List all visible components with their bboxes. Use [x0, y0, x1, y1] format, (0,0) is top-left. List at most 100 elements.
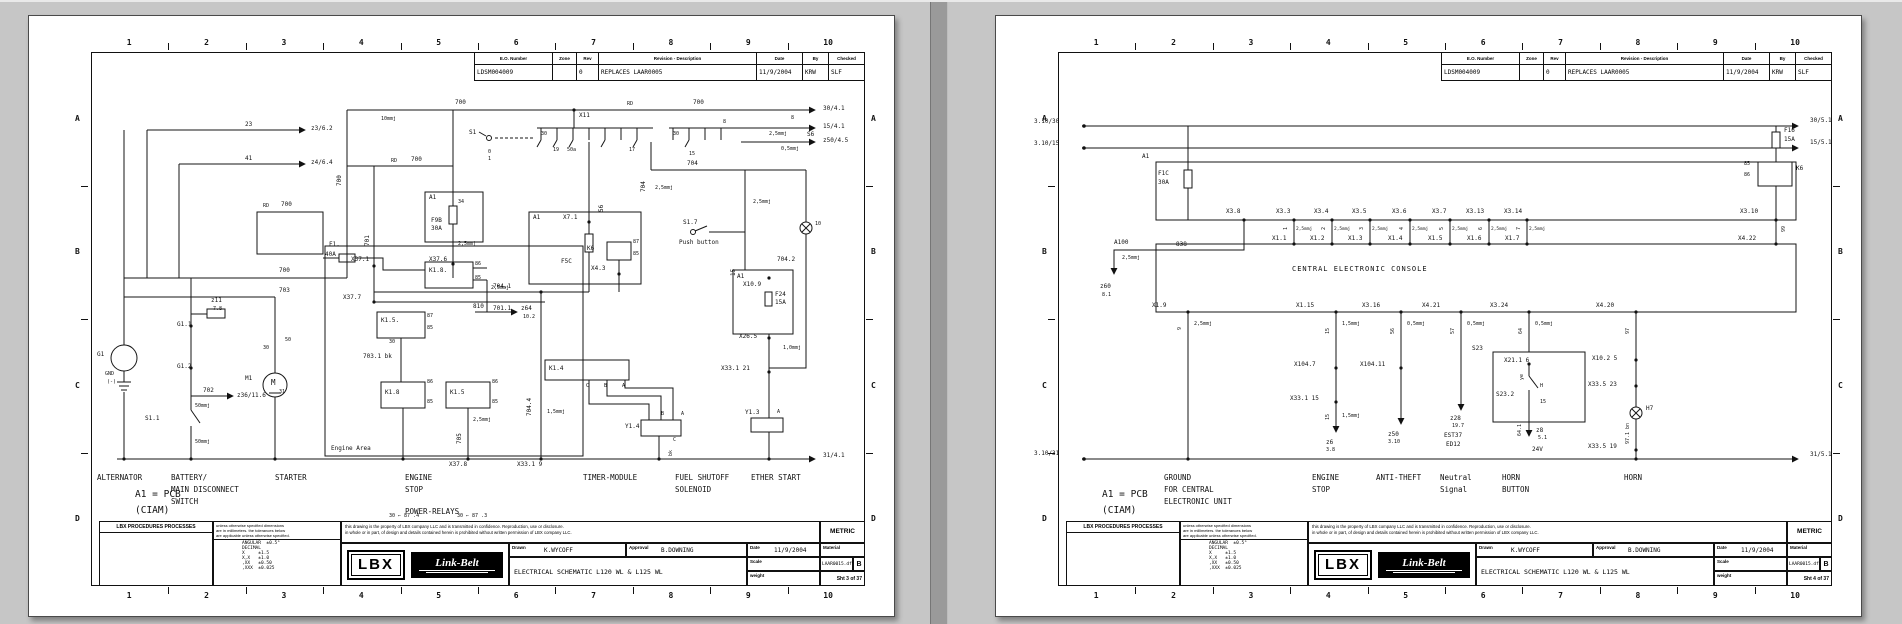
- schematic-label: 704.1: [493, 283, 512, 290]
- schematic-label: X37.1: [351, 256, 370, 263]
- tolerance-box: unless otherwise specified dimensions ar…: [213, 521, 341, 586]
- approval-cell: Approval B.DOWNING: [626, 543, 747, 557]
- grid-tick: [710, 43, 712, 50]
- grid-letter: B: [1838, 247, 1843, 257]
- drawn-cell: Drawn K.WYCOFF: [1476, 543, 1593, 557]
- drawing-title: ELECTRICAL SCHEMATIC L120 WL & L125 WL: [1476, 557, 1714, 586]
- schematic-label: X3.8: [1226, 208, 1241, 215]
- schematic-label: X1.3: [1348, 235, 1363, 242]
- schematic-label: Neutral: [1440, 473, 1472, 482]
- schematic-label: 2,5mmj: [753, 199, 772, 205]
- schematic-label: X1.1: [1272, 235, 1287, 242]
- approval-value: B.DOWNING: [1628, 547, 1661, 554]
- schematic-label: (CIAM): [1102, 505, 1137, 516]
- schematic-label: 99: [1781, 225, 1787, 232]
- weight-cell: weight: [1714, 571, 1787, 586]
- grid-tick: [710, 587, 712, 594]
- schematic-label: 1,5mmj: [1342, 321, 1361, 327]
- revision-cell: Checked: [829, 53, 864, 65]
- grid-number: 6: [513, 38, 519, 47]
- schematic-label: X1.4: [1388, 235, 1403, 242]
- schematic-label: 50a: [567, 147, 577, 153]
- schematic-label: 3.10/15: [1034, 140, 1060, 147]
- schematic-label: 3.10: [1388, 439, 1401, 445]
- revision-cell: Revision - Description: [1566, 53, 1724, 65]
- schematic-label: A1: [737, 273, 745, 280]
- schematic-label: 86: [475, 261, 482, 267]
- schematic-label: X3.3: [1276, 208, 1291, 215]
- grid-number: 9: [1712, 38, 1718, 47]
- grid-number: 10: [1790, 38, 1800, 47]
- schematic-label: 10mmj: [381, 116, 397, 122]
- scale-label: Scale: [1717, 559, 1729, 564]
- schematic-label: 86: [427, 379, 434, 385]
- schematic-label: 97.1 bn: [1625, 422, 1631, 444]
- schematic-label: F1C: [1158, 170, 1169, 177]
- schematic-label: S23: [1472, 345, 1483, 352]
- schematic-label: 85: [475, 275, 482, 281]
- schematic-label: 1,5mmj: [547, 409, 566, 415]
- schematic-label: X4.22: [1738, 235, 1757, 242]
- tolerance-values: ANGULAR ±0.5° DECIMAL X ±1.5 X,X ±1.0 ,X…: [242, 541, 280, 571]
- schematic-label: FOR CENTRAL: [1164, 485, 1214, 494]
- material-cell: Material: [1787, 543, 1832, 557]
- schematic-label: 85: [633, 251, 640, 257]
- grid-tick: [1048, 185, 1055, 187]
- schematic-label: 85: [427, 325, 434, 331]
- wiring-diagram-svg: [996, 122, 1799, 463]
- schematic-label: X4.21: [1422, 302, 1441, 309]
- schematic-label: 2,5mmj: [1372, 227, 1389, 232]
- schematic-label: 2,5mmj: [458, 241, 477, 247]
- grid-tick: [1599, 43, 1601, 50]
- drawn-label: Drawn: [512, 545, 526, 550]
- schematic-label: A: [777, 409, 781, 415]
- file-name: LAAR0015.dft: [1787, 557, 1822, 571]
- material-cell: Material: [820, 543, 865, 557]
- schematic-label: 1,5mmj: [1342, 413, 1361, 419]
- schematic-label: F16: [1784, 127, 1795, 134]
- schematic-label: z60: [1100, 283, 1111, 290]
- schematic-label: 19.7: [1452, 423, 1465, 429]
- schematic-label: X3.4: [1314, 208, 1329, 215]
- schematic-label: 700: [411, 156, 422, 163]
- grid-number: 7: [591, 38, 596, 47]
- schematic-label: FUEL SHUTOFF: [675, 473, 730, 482]
- schematic-label: 1: [488, 156, 492, 162]
- schematic-label: 3.10/31: [1034, 450, 1060, 457]
- schematic-label: X33.1 9: [517, 461, 543, 468]
- schematic-label: 2,5mmj: [769, 131, 788, 137]
- schematic-label: X1.2: [1310, 235, 1325, 242]
- grid-number: 7: [1558, 38, 1563, 47]
- grid-tick: [1212, 43, 1214, 50]
- schematic-label: STOP: [1312, 485, 1331, 494]
- schematic-label: 2,5mmj: [1122, 255, 1141, 261]
- schematic-label: HORN: [1624, 473, 1643, 482]
- schematic-label: X1.7: [1505, 235, 1520, 242]
- schematic-label: z8: [1536, 427, 1544, 434]
- grid-tick: [1367, 587, 1369, 594]
- schematic-label: 50: [285, 337, 292, 343]
- grid-number: 3: [1248, 591, 1254, 600]
- grid-number: 10: [823, 591, 833, 600]
- schematic-label: 86: [1744, 172, 1751, 178]
- grid-tick: [1445, 43, 1446, 50]
- schematic-label: CENTRAL ELECTRONIC CONSOLE: [1292, 265, 1428, 273]
- revision-cell: 0: [577, 65, 599, 80]
- schematic-label: Engine Area: [331, 445, 371, 452]
- file-name: LAAR0015.dft: [820, 557, 855, 571]
- schematic-label: 704: [687, 160, 698, 167]
- schematic-label: X3.6: [1392, 208, 1407, 215]
- schematic-label: ENGINE: [1312, 473, 1340, 482]
- lbx-logo: LBX: [1314, 549, 1372, 580]
- schematic-label: 30A: [431, 225, 442, 232]
- grid-number: 1: [1093, 591, 1099, 600]
- schematic-label: B: [661, 411, 665, 417]
- grid-tick: [555, 587, 557, 594]
- schematic-label: 34: [458, 199, 465, 205]
- schematic-label: 31/4.1: [823, 452, 845, 459]
- grid-number: 1: [1093, 38, 1099, 47]
- schematic-label: X3.16: [1362, 302, 1381, 309]
- grid-tick: [1135, 43, 1137, 50]
